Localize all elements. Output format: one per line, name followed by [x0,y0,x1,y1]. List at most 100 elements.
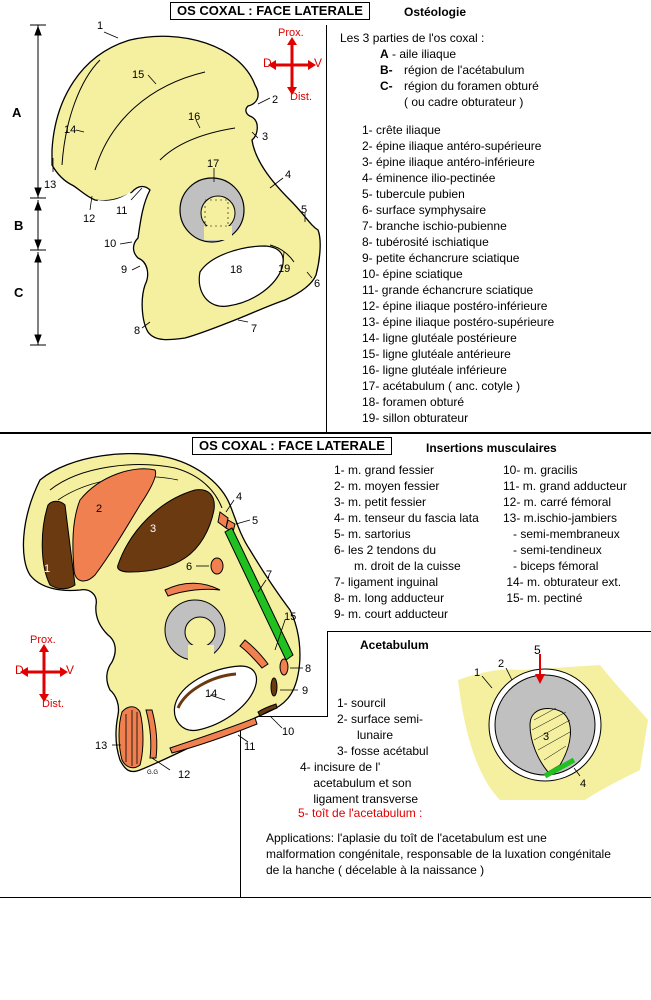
hip-bone-shape [51,35,321,341]
gluteal-line-posterior [61,59,101,166]
list-item: 2- surface semi- [337,712,424,726]
fig-num: 3 [150,523,156,535]
list-item: 11- grande échancrure sciatique [362,283,534,297]
fig-num: 15 [132,69,144,81]
region-label-c: C [14,285,24,300]
list-item: 1- sourcil [337,696,386,710]
fig-num: 1 [97,20,103,32]
acetabulum-detail-figure: 1 2 3 4 5 [458,643,648,800]
compass-v-label: V [314,56,323,70]
applications-line: de la hanche ( décelable à la naissance … [266,863,485,877]
list-item: 1- m. grand fessier [334,463,435,477]
fig-num: 3 [543,731,549,743]
rectus-femoris-tendon-reflected [164,582,221,597]
acetabular-fossa-hatching [531,707,571,761]
gluteus-medius-area [72,468,157,582]
list-item: 17- acétabulum ( anc. cotyle ) [362,379,521,393]
list-item: 4- incisure de l' [300,760,381,774]
fig-num: 8 [134,325,140,337]
muscle-leader-lines [112,499,303,771]
divider-horizontal-middle [0,432,651,434]
list-item: 10- épine sciatique [362,267,463,281]
acetabulum-panel-border-left-low [240,716,241,897]
list-item: - biceps fémoral [503,559,599,573]
list-item: 5- m. sartorius [334,527,411,541]
compass-d-label: D [263,56,272,70]
list-item: 10- m. gracilis [503,463,578,477]
obturator-externus-area [176,672,237,709]
list-item: 8- m. long adducteur [334,591,445,605]
fig-num: 1 [474,667,480,679]
fig-num: 5 [252,515,258,527]
fig-num: 2 [498,658,504,670]
list-item: 6- surface symphysaire [362,203,487,217]
list-item: 2- m. moyen fessier [334,479,440,493]
fig-num: 6 [314,278,320,290]
list-item: 18- foramen obturé [362,395,465,409]
fig-num: 14 [64,124,76,136]
fig-num: 8 [305,663,311,675]
part-c-text: région du foramen obturé [404,79,539,93]
applications-text: Applications: l'aplasie du toît de l'ace… [266,830,611,878]
list-item: 3- épine iliaque antéro-inférieure [362,155,535,169]
parts-intro: Les 3 parties de l'os coxal : [340,31,485,45]
obturator-groove [269,244,295,263]
hip-bone-shape [22,453,301,773]
list-item: 2- épine iliaque antéro-supérieure [362,139,542,153]
acetabulum-roof-arrowhead [535,674,545,684]
fig-num: 7 [251,323,257,335]
list-item: 4- éminence ilio-pectinée [362,171,496,185]
part-a-letter: A [380,47,389,61]
part-b-text: région de l'acétabulum [404,63,525,77]
compass-dist-label: Dist. [42,698,64,710]
adductor-magnus-area [169,717,258,754]
fig-num: 5 [534,643,541,657]
fig-num: 16 [188,111,200,123]
acetabulum-list: 1- sourcil 2- surface semi- lunaire 3- f… [300,695,428,807]
list-item: 6- les 2 tendons du [334,543,437,557]
list-item: 7- branche ischio-pubienne [362,219,507,233]
muscle-list-col2: 10- m. gracilis 11- m. grand adducteur 1… [503,462,627,606]
list-item: 8- tubérosité ischiatique [362,235,489,249]
list-item: 5- tubercule pubien [362,187,465,201]
acetabular-fossa [529,708,571,773]
fig-num: 10 [104,238,116,250]
list-item: 14- ligne glutéale postérieure [362,331,517,345]
applications-line: Applications: l'aplasie du toît de l'ace… [266,831,547,845]
list-item: m. droit de la cuisse [334,559,461,573]
list-item: 16- ligne glutéale inférieure [362,363,507,377]
region-brackets [30,24,46,346]
acetabulum-panel-border-left [327,631,328,716]
muscle-numbers: 1 2 3 4 5 6 7 8 9 10 11 12 13 14 15 G.G [44,491,311,781]
muscle-list-col1: 1- m. grand fessier 2- m. moyen fessier … [334,462,479,622]
osteology-numbers: 1 2 3 4 5 6 7 8 9 10 11 12 13 14 15 16 1… [44,20,320,337]
gracilis-area [257,703,278,717]
divider-vertical-top [326,25,327,432]
list-item: 15- m. pectiné [503,591,583,605]
list-item: 12- m. carré fémoral [503,495,612,509]
fig-num: 9 [302,685,308,697]
list-item: 4- m. tenseur du fascia lata [334,511,479,525]
rectus-femoris-tendon-area [210,557,224,575]
region-label-a: A [12,105,22,120]
bottom-title: OS COXAL : FACE LATERALE [192,437,392,455]
fig-num: 4 [285,169,291,181]
list-item: 12- épine iliaque postéro-inférieure [362,299,548,313]
fig-num: 2 [272,94,278,106]
fig-num: 6 [186,561,192,573]
hip-bone-osteology-figure: A B C 1 2 3 4 [12,20,321,346]
compass-arrows-icon [268,37,316,95]
list-item: 9- petite échancrure sciatique [362,251,520,265]
fig-num: 12 [178,769,190,781]
compass-dist-label: Dist. [290,91,312,103]
orientation-compass-top: Prox. Dist. D V [260,25,330,105]
list-item: acetabulum et son [300,776,412,790]
list-item: 13- épine iliaque postéro-supérieure [362,315,555,329]
fig-num: 14 [205,688,217,700]
compass-arrows-icon [20,644,68,702]
fig-num: 13 [95,740,107,752]
osteology-leader-lines [52,31,313,329]
fig-num: 17 [207,158,219,170]
fig-num: 12 [83,213,95,225]
fig-num: 15 [284,611,296,623]
